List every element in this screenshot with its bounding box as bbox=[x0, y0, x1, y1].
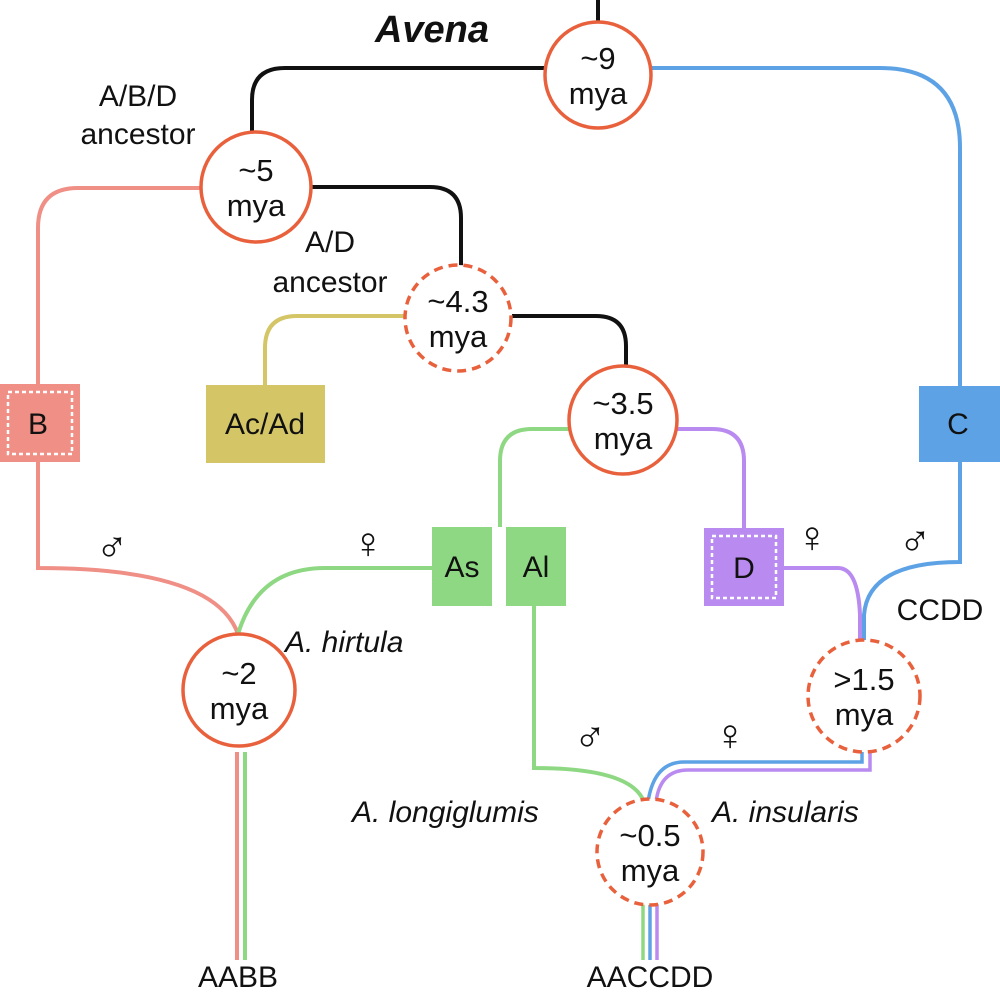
male-symbol-al: ♂ bbox=[574, 713, 607, 762]
lineage-a-from-35 bbox=[498, 427, 570, 527]
genome-aabb-label: AABB bbox=[198, 961, 278, 993]
lineage-b-to-hybrid bbox=[36, 461, 240, 635]
female-symbol-ccdd: ♀ bbox=[714, 711, 747, 760]
genome-al-label: Al bbox=[523, 551, 550, 584]
lineage-acad bbox=[263, 314, 405, 385]
lineage-al-to-hybrid bbox=[532, 606, 646, 803]
node-9-unit: mya bbox=[569, 76, 628, 111]
node-5-value: ~5 bbox=[238, 153, 273, 188]
node-3-5-unit: mya bbox=[594, 421, 653, 456]
species-longiglumis-label: A. longiglumis bbox=[350, 796, 539, 829]
lineage-b bbox=[36, 186, 200, 384]
node-4-3-mya: ~4.3 mya bbox=[403, 263, 513, 373]
lineage-as-to-hybrid bbox=[236, 566, 432, 635]
lineage-c bbox=[652, 66, 962, 386]
node-1-5-unit: mya bbox=[835, 697, 894, 732]
node-0-5-mya: ~0.5 mya bbox=[595, 797, 705, 907]
lineage-d bbox=[677, 427, 746, 528]
abd-ancestor-label-line2: ancestor bbox=[80, 118, 195, 151]
lineage-d-to-ccdd bbox=[782, 566, 862, 640]
male-symbol-c: ♂ bbox=[899, 517, 932, 566]
lineage-5-to-43 bbox=[312, 185, 463, 268]
node-5-mya: ~5 mya bbox=[199, 130, 313, 244]
node-4-3-value: ~4.3 bbox=[427, 284, 488, 319]
node-9-value: ~9 bbox=[580, 41, 615, 76]
ad-ancestor-label-line1: A/D bbox=[305, 226, 355, 259]
node-3-5-value: ~3.5 bbox=[592, 386, 653, 421]
node-0-5-unit: mya bbox=[621, 853, 680, 888]
genome-c-label: C bbox=[947, 408, 969, 441]
genome-box-al: Al bbox=[506, 527, 566, 606]
genome-box-acad: Ac/Ad bbox=[206, 385, 325, 463]
node-2-value: ~2 bbox=[221, 656, 256, 691]
node-1-5-mya: >1.5 mya bbox=[806, 638, 922, 754]
ad-ancestor-label-line2: ancestor bbox=[272, 266, 387, 299]
node-4-3-unit: mya bbox=[429, 319, 488, 354]
species-insularis-label: A. insularis bbox=[710, 796, 859, 829]
node-2-mya: ~2 mya bbox=[181, 632, 297, 748]
node-1-5-value: >1.5 bbox=[833, 662, 894, 697]
lineage-c-to-ccdd bbox=[862, 462, 962, 640]
species-hirtula-label: A. hirtula bbox=[283, 626, 403, 659]
node-9-mya: ~9 mya bbox=[543, 20, 653, 130]
node-5-unit: mya bbox=[227, 188, 286, 223]
female-symbol-d: ♀ bbox=[796, 513, 829, 562]
node-3-5-mya: ~3.5 mya bbox=[567, 364, 679, 476]
ccdd-to-hexaploid-c bbox=[646, 752, 864, 803]
ccdd-to-hexaploid-d bbox=[654, 752, 872, 803]
female-symbol-as: ♀ bbox=[352, 519, 385, 568]
male-symbol-b: ♂ bbox=[96, 523, 129, 572]
genome-box-as: As bbox=[432, 527, 492, 606]
lineage-9-to-5 bbox=[250, 66, 545, 140]
genome-aaccdd-label: AACCDD bbox=[587, 961, 714, 993]
abd-ancestor-label-line1: A/B/D bbox=[99, 80, 177, 113]
genome-b-label: B bbox=[28, 408, 48, 441]
genome-ccdd-label: CCDD bbox=[897, 594, 984, 627]
genome-box-c: C bbox=[919, 386, 1000, 462]
genome-box-d: D bbox=[704, 528, 784, 606]
lineage-43-to-35 bbox=[512, 314, 628, 368]
node-0-5-value: ~0.5 bbox=[619, 818, 680, 853]
genome-box-b: B bbox=[0, 384, 80, 462]
genome-acad-label: Ac/Ad bbox=[225, 408, 305, 441]
node-2-unit: mya bbox=[210, 691, 269, 726]
genome-as-label: As bbox=[444, 551, 479, 584]
genome-d-label: D bbox=[733, 552, 755, 585]
diagram-title: Avena bbox=[374, 9, 489, 51]
